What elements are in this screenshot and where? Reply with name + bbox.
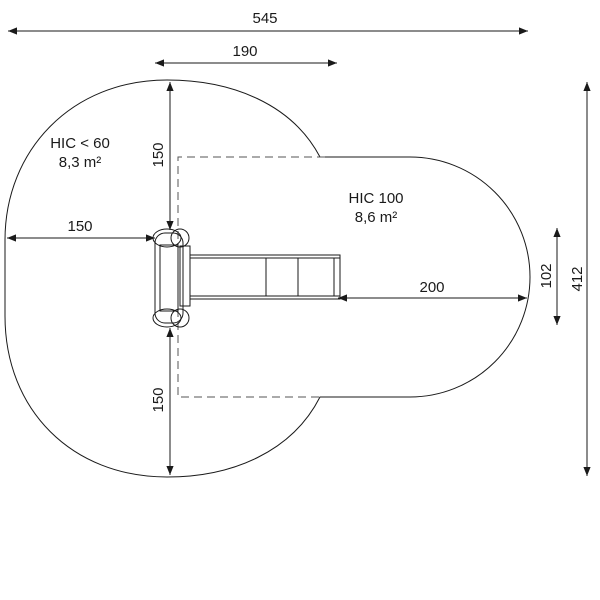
dim-label-top-clearance: 150 — [150, 142, 167, 167]
dim-label-slide-width: 102 — [538, 263, 555, 288]
slide-equipment — [152, 228, 341, 328]
dim-label-equipment-width: 190 — [232, 43, 257, 60]
zone-right-area: 8,6 m² — [355, 209, 398, 226]
hic100-zone-dashed — [177, 156, 325, 398]
dim-label-total-width: 545 — [252, 10, 277, 27]
zone-right-label: HIC 100 — [348, 190, 403, 207]
dim-label-exit-clearance: 200 — [419, 279, 444, 296]
zone-left-label: HIC < 60 — [50, 135, 110, 152]
dim-label-bottom-clearance: 150 — [150, 387, 167, 412]
zone-left-area: 8,3 m² — [59, 154, 102, 171]
dim-label-left-clearance: 150 — [67, 218, 92, 235]
impact-area-outline — [4, 79, 531, 478]
dim-label-total-depth: 412 — [569, 266, 586, 291]
